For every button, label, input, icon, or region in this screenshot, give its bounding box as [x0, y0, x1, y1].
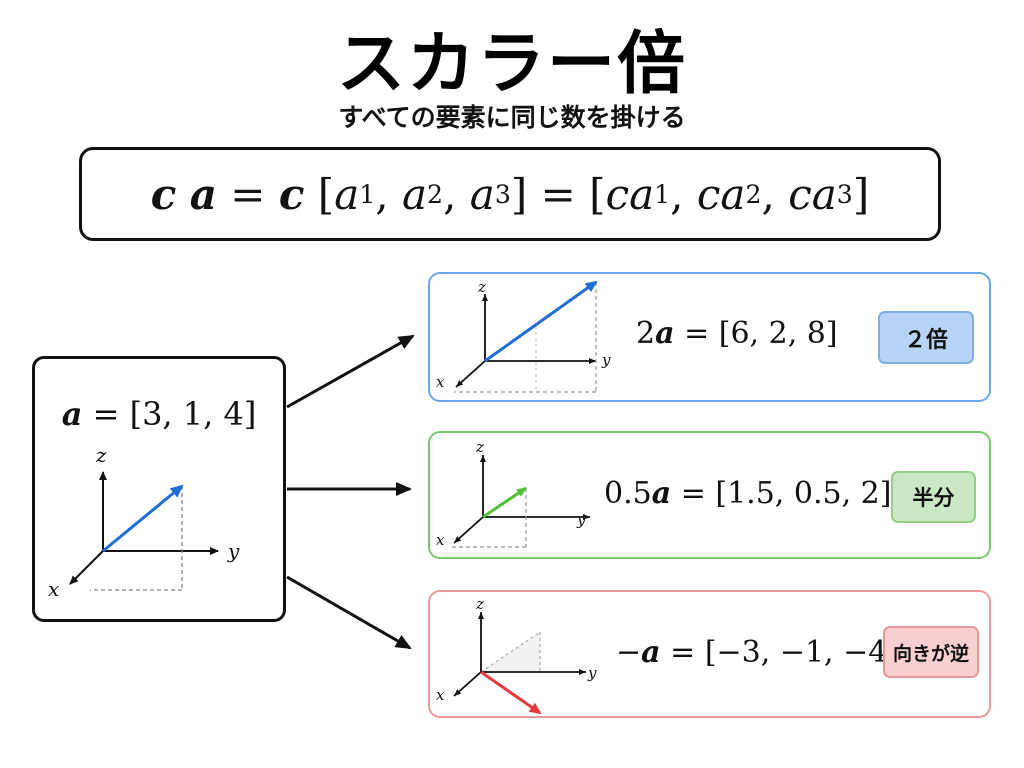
- source-vector-value: = [3, 1, 4]: [92, 395, 257, 433]
- formula-subscript: 3: [494, 179, 511, 209]
- original-vector-ghost: [481, 632, 540, 672]
- half-vector-card: z y x 0.5a = [1.5, 0.5, 2] 半分: [428, 431, 991, 559]
- scaled-vector-arrow: [484, 280, 598, 363]
- formula-bracket: [: [317, 169, 335, 219]
- formula-subscript: 2: [745, 179, 762, 209]
- formula-scalar-c: c: [150, 169, 177, 219]
- page-subtitle: すべての要素に同じ数を掛ける: [338, 103, 686, 132]
- formula-vector-a: a: [189, 169, 217, 219]
- formula-component: a: [720, 169, 746, 219]
- formula-comma: ,: [375, 169, 389, 219]
- x-axis-label: x: [436, 373, 445, 391]
- vector-name: a: [655, 316, 675, 351]
- formula-scalar: c: [605, 169, 630, 219]
- formula-scalar: c: [696, 169, 721, 219]
- formula-bracket: ]: [852, 169, 870, 219]
- formula-equals: =: [540, 169, 576, 219]
- formula-subscript: 3: [836, 179, 853, 209]
- z-axis-label: z: [475, 438, 484, 456]
- negative-vector-equation: −a = [−3, −1, −4]: [616, 635, 899, 670]
- formula-scalar: c: [788, 169, 812, 219]
- x-axis-label: x: [436, 531, 445, 549]
- formula-bracket: [: [589, 169, 606, 219]
- source-vector-equation: a = [3, 1, 4]: [35, 395, 283, 433]
- x-axis-label: x: [48, 577, 59, 601]
- vector-name: a: [651, 476, 672, 511]
- formula-scalar-c: c: [278, 169, 305, 219]
- double-vector-card: z y x 2a = [6, 2, 8] ２倍: [428, 272, 991, 402]
- x-axis: [69, 550, 104, 585]
- double-axes-diagram: z y x: [436, 278, 611, 393]
- x-axis: [455, 360, 486, 388]
- vector-value: = [−3, −1, −4]: [670, 635, 900, 670]
- half-axes-diagram: z y x: [436, 438, 590, 549]
- formula-subscript: 1: [654, 179, 671, 209]
- negative-vector-card: z y x −a = [−3, −1, −4] 向きが逆: [428, 590, 991, 718]
- x-axis-label: x: [436, 686, 445, 704]
- z-axis-label: z: [475, 595, 484, 613]
- double-vector-equation: 2a = [6, 2, 8]: [636, 316, 838, 351]
- arrow-to-double: [286, 334, 415, 409]
- y-axis-label: y: [601, 351, 611, 369]
- vector-name: a: [641, 635, 661, 670]
- scalar-coefficient: 2: [636, 316, 656, 351]
- status-badge: 向きが逆: [883, 626, 979, 678]
- formula-equals: =: [230, 169, 266, 219]
- source-vector-name: a: [61, 395, 83, 433]
- z-axis-label: z: [95, 443, 107, 467]
- vector-value: = [6, 2, 8]: [684, 316, 838, 351]
- scalar-coefficient: 0.5: [604, 476, 652, 511]
- scaled-vector-arrow: [480, 670, 542, 715]
- formula-component: a: [401, 169, 428, 219]
- formula-comma: ,: [761, 169, 775, 219]
- x-axis: [453, 671, 482, 697]
- formula-component: a: [811, 169, 837, 219]
- z-axis-label: z: [477, 278, 486, 296]
- status-badge: ２倍: [878, 311, 974, 364]
- negative-axes-diagram: z y x: [436, 595, 597, 715]
- formula-bracket: ]: [510, 169, 528, 219]
- y-axis-label: y: [227, 539, 240, 563]
- formula-component: a: [629, 169, 655, 219]
- formula-component: a: [469, 169, 495, 219]
- arrow-to-negative: [286, 575, 412, 650]
- scaled-vector-arrow: [482, 486, 527, 519]
- source-vector-box: a = [3, 1, 4] z y x: [32, 356, 286, 622]
- source-vector-arrow: [102, 484, 184, 553]
- source-axes-diagram: z y x: [48, 443, 240, 601]
- y-axis-label: y: [587, 664, 597, 682]
- page-title: スカラー倍: [336, 25, 687, 104]
- status-badge: 半分: [891, 471, 976, 523]
- formula-comma: ,: [670, 169, 684, 219]
- formula-subscript: 2: [427, 179, 444, 209]
- y-axis-label: y: [576, 511, 586, 529]
- scalar-coefficient: −: [616, 635, 642, 670]
- half-vector-equation: 0.5a = [1.5, 0.5, 2]: [604, 476, 891, 511]
- x-axis: [453, 516, 484, 544]
- formula-comma: ,: [443, 169, 457, 219]
- formula-subscript: 1: [359, 179, 376, 209]
- vector-value: = [1.5, 0.5, 2]: [680, 476, 892, 511]
- formula-component: a: [334, 169, 360, 219]
